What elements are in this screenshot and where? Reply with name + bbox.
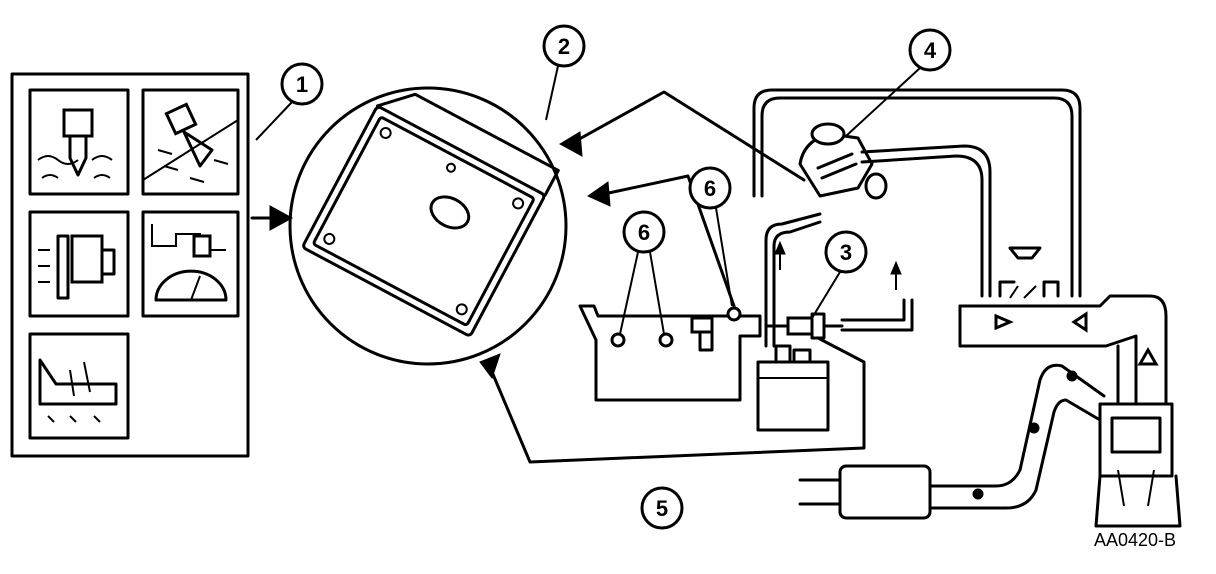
callout-2-label: 2 — [558, 34, 570, 59]
figure-code: AA0420-B — [1094, 530, 1176, 550]
callout-6a: 6 — [619, 210, 666, 335]
pressure-sensor-icon — [28, 210, 130, 318]
callout-3: 3 — [811, 230, 868, 319]
callout-4-label: 4 — [924, 38, 937, 63]
charcoal-canister — [756, 344, 830, 432]
vacuum-lines — [752, 88, 1082, 348]
callout-2: 2 — [542, 24, 586, 121]
callout-4: 4 — [845, 28, 952, 137]
signal-paths — [250, 90, 866, 464]
airflow-sensor-icon — [141, 88, 240, 196]
callout-5: 5 — [640, 486, 684, 530]
callout-1: 1 — [255, 62, 324, 141]
egr-valve — [798, 122, 888, 200]
callout-6b-label: 6 — [704, 176, 716, 201]
gauge-sensor-icon — [141, 210, 240, 318]
callout-1-label: 1 — [296, 72, 308, 97]
callout-3-label: 3 — [840, 240, 852, 265]
sensor-input-panel — [10, 72, 250, 458]
arrow-from-sensor — [586, 181, 611, 207]
arrow-from-egr — [558, 131, 583, 157]
computer-module — [288, 86, 568, 366]
vacuum-solenoid — [764, 240, 914, 340]
throttle-body-icon — [28, 332, 130, 440]
flow-arrow-up — [774, 240, 786, 255]
callout-6a-label: 6 — [638, 220, 650, 245]
arrow-to-module — [479, 353, 501, 380]
flow-arrow-up — [890, 260, 902, 275]
coolant-sensor-icon — [28, 88, 130, 196]
callout-5-label: 5 — [656, 496, 668, 521]
input-arrow — [269, 205, 294, 231]
intake-manifold — [578, 304, 762, 402]
callout-6b: 6 — [688, 166, 733, 307]
exhaust-system — [798, 246, 1182, 528]
callouts: 1 2 3 4 5 6 6 — [255, 24, 952, 530]
